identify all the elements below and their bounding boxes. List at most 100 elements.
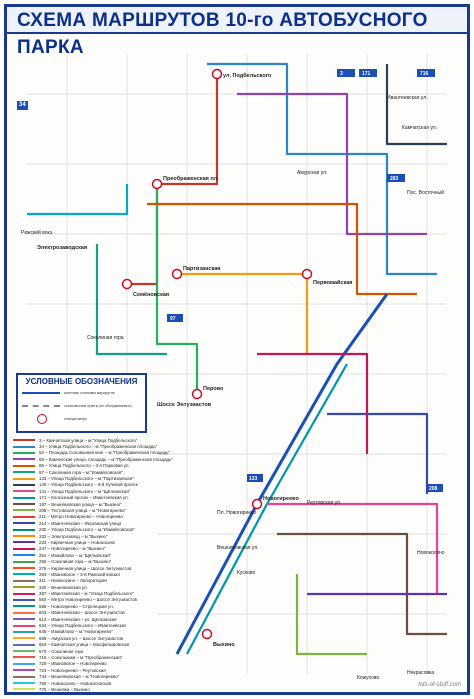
- route-label: 613 – Ивантеевская – ул. Щёлковская: [39, 616, 117, 622]
- route-list-item[interactable]: 214 – Ивантеевская – Ферганская улица: [13, 520, 188, 526]
- route-list-item[interactable]: 140 – Улица Подбельского – 8-й Лучевой п…: [13, 482, 188, 488]
- route-color-line: [13, 535, 35, 538]
- route-label: 276 – Кирпичная улица – Шоссе Энтузиасто…: [39, 565, 132, 571]
- route-list-item[interactable]: 787 – Косино – м."Новогиреево": [13, 693, 188, 695]
- route-list-item[interactable]: 744 – Вешняковская – м."Новогиреево": [13, 673, 188, 679]
- route-color-line: [13, 458, 35, 461]
- route-label: 603 – Ивантеевская – Шоссе Энтузиастов: [39, 610, 125, 616]
- route-list-item[interactable]: 776 – Вешняки – Выхино: [13, 686, 188, 692]
- route-list-item[interactable]: 283 – Ивановское – 3-й Рижский вокзал: [13, 571, 188, 577]
- route-label: 34 – Улица Подбельского – м."Преображенс…: [39, 444, 158, 450]
- route-color-line: [13, 688, 35, 691]
- legend-text: конечные остановки маршрутов: [64, 390, 115, 395]
- route-badge-corner: 34: [17, 101, 28, 110]
- station-label: Новогиреево: [263, 496, 299, 502]
- route-list-item[interactable]: 133 – Улица Подбельского – м."Партизанск…: [13, 475, 188, 481]
- route-list-item[interactable]: 232 – Электрозавод – м."Выхино": [13, 533, 188, 539]
- route-list-item[interactable]: 86 – Улица Подбельского – 3-я Парковая у…: [13, 463, 188, 469]
- route-label: 255 – Соколиная гора – м."Выхино": [39, 559, 112, 565]
- route-label: 247 – Новогиреево – м."Выхино": [39, 546, 106, 552]
- metro-icon: [121, 278, 133, 290]
- route-list-item[interactable]: 670 – Соколиная гора: [13, 648, 188, 654]
- route-color-line: [13, 528, 35, 531]
- route-color-line: [13, 592, 35, 595]
- route-label: 68 – Камчатская улица, площадь – м."Прео…: [39, 456, 173, 462]
- route-color-line: [13, 547, 35, 550]
- route-label: 776 – Вешняки – Выхино: [39, 686, 90, 692]
- route-color-line: [13, 662, 35, 665]
- metro-icon: [37, 413, 47, 424]
- route-line-pink: [267, 502, 439, 594]
- route-list-item[interactable]: 52 – Площадь Соловьиная кинг – м."Преобр…: [13, 450, 188, 456]
- route-list-item[interactable]: 664 – Камчатская улица – Мосфильмовская: [13, 642, 188, 648]
- route-list-item[interactable]: 233 – Кирпичная улица – Новокосино: [13, 539, 188, 545]
- route-list-item[interactable]: 603 – Ивантеевская – Шоссе Энтузиастов: [13, 610, 188, 616]
- route-color-line: [13, 586, 35, 589]
- route-list-item[interactable]: 141 – Улица Подбельского – м."Щёлковская…: [13, 488, 188, 494]
- route-label: 3 – Камчатская улица – м."Улица Подбельс…: [39, 437, 138, 443]
- route-color-line: [13, 541, 35, 544]
- route-label: 716 – Сокольники – м."Преображенская": [39, 654, 123, 660]
- place-label: Камчатская ул.: [402, 125, 437, 131]
- route-color-line: [13, 650, 35, 653]
- route-list-item[interactable]: 34 – Улица Подбельского – м."Преображенс…: [13, 443, 188, 449]
- route-list-item[interactable]: 247 – Новогиреево – м."Выхино": [13, 546, 188, 552]
- route-line-diagonal: [175, 293, 389, 655]
- route-list-item[interactable]: 255 – Соколиная гора – м."Выхино": [13, 558, 188, 564]
- route-list-item[interactable]: 564 – Метро Новогиреево – Шоссе Энтузиас…: [13, 597, 188, 603]
- route-list-item[interactable]: 760 – Новокосино – Новокосинская: [13, 680, 188, 686]
- route-line-brown: [277, 532, 447, 636]
- map-sheet: СХЕМА МАРШРУТОВ 10-го АВТОБУСНОГО ПАРКА: [4, 4, 470, 695]
- route-list-item[interactable]: 254 – Измайлово – м."Щёлковская": [13, 552, 188, 558]
- route-list-item[interactable]: 208 – Тестовская улица – м."Новогиреево": [13, 507, 188, 513]
- route-list-item[interactable]: 723 – Новогиреево – Реутовская: [13, 667, 188, 673]
- route-list-item[interactable]: 634 – Улица Подбельского – Ивантеевская: [13, 622, 188, 628]
- metro-icon: [201, 628, 213, 640]
- legend-text: станции метро: [64, 416, 88, 421]
- route-list-item[interactable]: 716 – Сокольники – м."Преображенская": [13, 654, 188, 660]
- route-list-item[interactable]: 230 – Улица Подбельского – м."Измайловск…: [13, 526, 188, 532]
- route-line-lime: [295, 574, 367, 656]
- legend-row: станции метро: [18, 412, 145, 425]
- place-label: Пос. Восточный: [407, 189, 444, 196]
- route-list-item[interactable]: 211 – Метро Новогиреево – Новогиреево: [13, 514, 188, 520]
- route-color-line: [13, 637, 35, 640]
- route-label: 254 – Измайлово – м."Щёлковская": [39, 552, 112, 558]
- route-label: 232 – Электрозавод – м."Выхино": [39, 533, 108, 539]
- route-list-item[interactable]: 320 – Вешняковская ул.: [13, 584, 188, 590]
- route-list-item[interactable]: 311 – Новокосино – Лаборатория: [13, 578, 188, 584]
- route-color-line: [13, 682, 35, 685]
- route-label: 670 – Соколиная гора: [39, 648, 84, 654]
- route-list-item[interactable]: 171 – Колхозный просек – Ивантеевская ул…: [13, 495, 188, 501]
- route-lines: [27, 62, 447, 656]
- route-list-item[interactable]: 276 – Кирпичная улица – Шоссе Энтузиасто…: [13, 565, 188, 571]
- route-color-line: [13, 560, 35, 563]
- route-label: 230 – Улица Подбельского – м."Измайловск…: [39, 527, 135, 533]
- metro-icon: [211, 68, 223, 80]
- route-color-line: [13, 579, 35, 582]
- route-list-item[interactable]: 68 – Камчатская улица, площадь – м."Прео…: [13, 456, 188, 462]
- route-list-item[interactable]: 586 – Новогиреево – Стрелецкая ул.: [13, 603, 188, 609]
- page-title: СХЕМА МАРШРУТОВ 10-го АВТОБУСНОГО ПАРКА: [7, 7, 467, 58]
- route-list-item[interactable]: 387 – Ивантеевская – м."Улица Подбельско…: [13, 590, 188, 596]
- route-list-item[interactable]: 645 – Измайлово – м."Новогиреево": [13, 629, 188, 635]
- route-map[interactable]: ул. Подбельского Преображенская пл. Элек…: [7, 34, 467, 694]
- route-list-item[interactable]: 3 – Камчатская улица – м."Улица Подбельс…: [13, 437, 188, 443]
- metro-icon: [171, 268, 183, 280]
- route-list-item[interactable]: 197 – Вешняковская улица – м."Выхино": [13, 501, 188, 507]
- route-list-item[interactable]: 659 – Амурская ул. – Шоссе Энтузиастов: [13, 635, 188, 641]
- route-label: 311 – Новокосино – Лаборатория: [39, 578, 107, 584]
- route-label: 233 – Кирпичная улица – Новокосино: [39, 539, 116, 545]
- legend: УСЛОВНЫЕ ОБОЗНАЧЕНИЯ конечные остановки …: [16, 373, 147, 433]
- route-color-line: [13, 630, 35, 633]
- route-list-item[interactable]: 720 – Ивановское – Новогиреево: [13, 661, 188, 667]
- metro-icon: [191, 388, 203, 400]
- route-label: 211 – Метро Новогиреево – Новогиреево: [39, 514, 123, 520]
- route-badge: 716: [420, 71, 429, 77]
- route-list-item[interactable]: 97 – Соколиная гора – м."Измайловская": [13, 469, 188, 475]
- place-label: Новокосино: [417, 550, 445, 556]
- route-color-line: [13, 656, 35, 659]
- place-label: Вешняковская ул.: [217, 545, 259, 551]
- route-list-item[interactable]: 613 – Ивантеевская – ул. Щёлковская: [13, 616, 188, 622]
- route-color-line: [13, 483, 35, 486]
